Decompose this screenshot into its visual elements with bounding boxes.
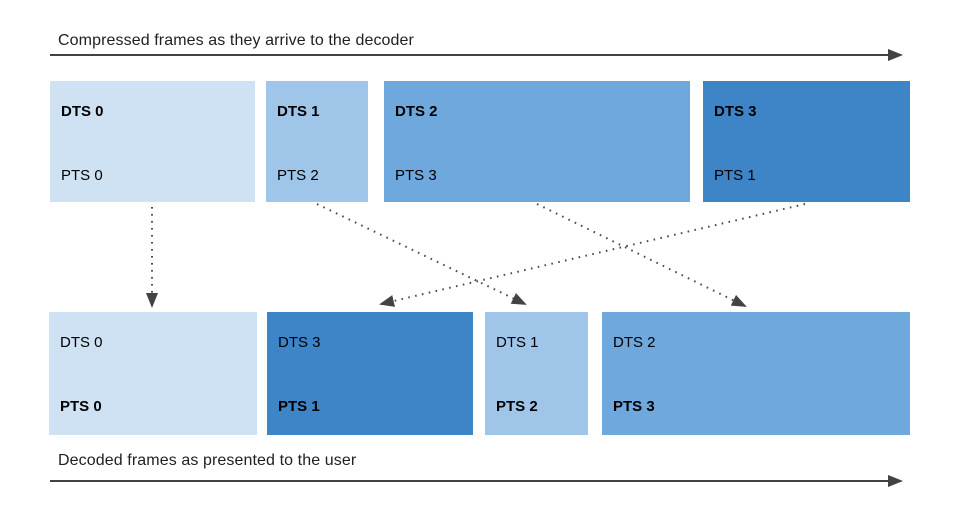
- dts-label: DTS 3: [278, 334, 321, 351]
- compressed-frame-2: DTS 2 PTS 3: [384, 81, 690, 202]
- decoded-frame-1: DTS 3 PTS 1: [267, 312, 473, 435]
- pts-label: PTS 3: [613, 398, 655, 415]
- compressed-timeline-label: Compressed frames as they arrive to the …: [58, 32, 414, 49]
- pts-label: PTS 3: [395, 167, 437, 184]
- pts-label: PTS 0: [61, 167, 103, 184]
- connector-frame1-arrow: [316, 203, 527, 305]
- dts-label: DTS 3: [714, 103, 757, 120]
- pts-label: PTS 2: [496, 398, 538, 415]
- decoded-frame-3: DTS 2 PTS 3: [602, 312, 910, 435]
- dts-label: DTS 0: [60, 334, 103, 351]
- connector-frame3-arrow: [379, 203, 806, 307]
- decoded-frame-0: DTS 0 PTS 0: [49, 312, 257, 435]
- compressed-frame-3: DTS 3 PTS 1: [703, 81, 910, 202]
- compressed-frame-0: DTS 0 PTS 0: [50, 81, 255, 202]
- dts-label: DTS 2: [395, 103, 438, 120]
- decoded-frame-2: DTS 1 PTS 2: [485, 312, 588, 435]
- connector-frame2-arrow: [536, 203, 747, 307]
- dts-label: DTS 2: [613, 334, 656, 351]
- decoded-timeline-label: Decoded frames as presented to the user: [58, 452, 357, 469]
- dts-label: DTS 1: [277, 103, 320, 120]
- dts-label: DTS 1: [496, 334, 539, 351]
- pts-label: PTS 1: [714, 167, 756, 184]
- pts-label: PTS 0: [60, 398, 102, 415]
- pts-label: PTS 2: [277, 167, 319, 184]
- compressed-frame-1: DTS 1 PTS 2: [266, 81, 368, 202]
- pts-label: PTS 1: [278, 398, 320, 415]
- dts-label: DTS 0: [61, 103, 104, 120]
